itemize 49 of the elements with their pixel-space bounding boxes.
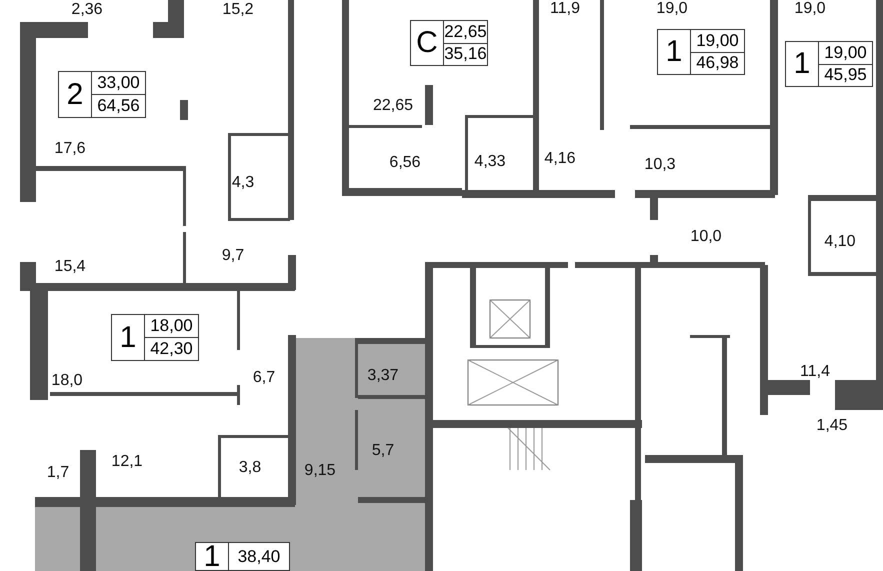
- room-area-label: 11,9: [550, 0, 580, 18]
- room-area-label: 6,7: [252, 369, 276, 387]
- living-area-value: 38,40: [236, 546, 282, 568]
- living-area-value: 19,00: [823, 42, 868, 64]
- room-area-label: 2,36: [71, 1, 103, 19]
- room-area-label: 11,4: [800, 363, 830, 381]
- living-area-value: 22,65: [444, 21, 487, 42]
- room-area-label: 3,8: [238, 459, 262, 477]
- living-area-value: 18,00: [149, 315, 194, 337]
- room-area-label: 3,37: [367, 367, 399, 385]
- living-area-value: 19,00: [695, 30, 740, 52]
- apartment-area-badge: [111, 314, 199, 361]
- room-area-label: 19,0: [794, 0, 826, 18]
- apartment-area-badge: [58, 71, 146, 118]
- room-count: 1: [112, 315, 145, 360]
- total-area-value: 46,98: [691, 52, 744, 74]
- room-count: 2: [59, 72, 92, 117]
- apartment-area-badge: [195, 542, 290, 571]
- room-area-label: 15,2: [222, 1, 254, 19]
- apartment-area-badge: [657, 29, 745, 75]
- total-area-value: 64,56: [92, 94, 145, 117]
- room-area-label: 10,0: [690, 228, 722, 246]
- room-area-label: 5,7: [372, 442, 394, 460]
- apartment-area-badge: [785, 41, 873, 87]
- total-area-value: 42,30: [145, 337, 198, 360]
- room-count: 1: [196, 543, 229, 570]
- room-count: 1: [658, 30, 691, 74]
- apartment-area-badge: [410, 20, 488, 66]
- room-area-label: 1,45: [816, 417, 848, 435]
- room-area-label: 17,6: [54, 140, 86, 158]
- room-area-label: 9,15: [304, 462, 336, 480]
- room-area-label: 10,3: [644, 156, 676, 174]
- room-area-label: 4,10: [824, 233, 856, 251]
- total-area-value: 35,16: [444, 42, 487, 65]
- total-area-value: 45,95: [819, 64, 872, 86]
- living-area-value: 33,00: [96, 72, 141, 94]
- room-area-label: 12,1: [111, 453, 143, 471]
- room-area-label: 4,3: [232, 174, 254, 192]
- room-count: 1: [786, 42, 819, 86]
- room-area-label: 4,33: [474, 153, 506, 171]
- room-area-label: 1,7: [46, 464, 70, 482]
- room-area-label: 22,65: [372, 97, 414, 115]
- room-area-label: 15,4: [54, 258, 86, 276]
- room-area-label: 6,56: [389, 154, 421, 172]
- room-area-label: 19,0: [656, 0, 688, 18]
- room-count: C: [411, 21, 444, 65]
- room-area-label: 18,0: [51, 372, 83, 390]
- room-area-label: 4,16: [544, 150, 576, 168]
- room-area-label: 9,7: [222, 247, 244, 265]
